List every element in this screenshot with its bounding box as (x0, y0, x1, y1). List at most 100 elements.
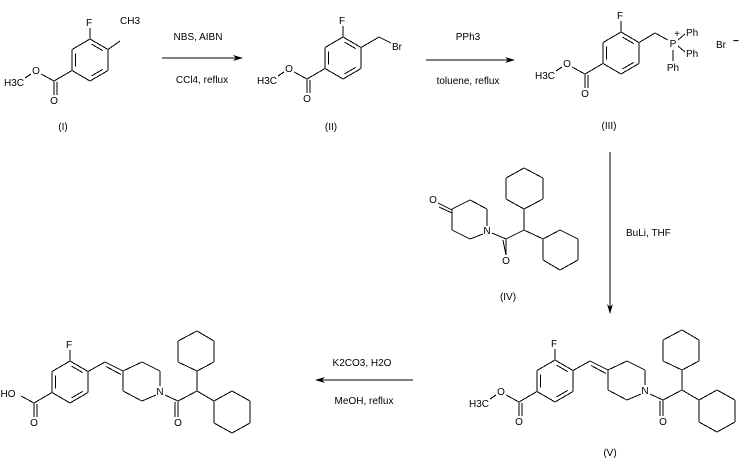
piperidine-bond (141, 394, 157, 402)
bond (518, 391, 538, 403)
bond (40, 73, 55, 82)
exocyclic-double-bond (105, 366, 122, 375)
methyl-label: H3C (257, 76, 277, 87)
benzene-ring-bond (69, 392, 89, 404)
methyl-label: H3C (469, 399, 489, 410)
benzene-ring-bond (71, 38, 91, 50)
compound-label: (V) (603, 448, 616, 459)
bond (177, 390, 198, 402)
piperidinone-bond (469, 233, 484, 240)
fluorine-label: F (617, 11, 623, 22)
benzene-ring-bond (620, 31, 640, 43)
fluorine-label: F (66, 340, 72, 351)
double-bond (344, 41, 356, 50)
benzene-ring-bond (71, 70, 91, 82)
methyl-label: CH3 (120, 16, 140, 27)
bond (378, 36, 392, 44)
amide-oxygen-label: O (502, 256, 510, 267)
methyl-label: H3C (535, 71, 555, 82)
bond (20, 395, 35, 404)
piperidine-bond (626, 393, 642, 401)
condition-label: CCl4, reflux (176, 75, 228, 86)
ester-oxygen-label: O (563, 59, 571, 70)
bond (277, 71, 285, 77)
bond (638, 32, 656, 43)
counterion-label: Br (716, 40, 727, 51)
bond (654, 32, 669, 41)
bond (555, 66, 563, 72)
charge-label: + (674, 29, 680, 40)
benzene-ring-bond (69, 360, 89, 372)
cyclohexyl-bond (681, 329, 700, 341)
bond (571, 66, 586, 75)
nitrogen-label: N (483, 226, 490, 237)
bond (293, 71, 308, 80)
bond (196, 390, 215, 402)
bond (523, 229, 544, 240)
cyclohexyl-bond (542, 229, 561, 240)
carbonyl-bond (438, 206, 453, 214)
methyl-label: H3C (4, 78, 24, 89)
bond (505, 229, 525, 240)
cyclohexyl-bond (523, 198, 544, 210)
double-bond (556, 389, 568, 398)
benzene-ring-bond (51, 392, 71, 404)
carbonyl-oxygen-label: O (303, 94, 311, 105)
benzene-ring-bond (324, 36, 344, 48)
cyclohexyl-bond (177, 361, 198, 372)
bond (681, 389, 700, 401)
cyclohexyl-bond (716, 389, 736, 401)
bond (677, 33, 686, 41)
piperidine-bond (122, 361, 143, 372)
nitrogen-label: N (641, 386, 648, 397)
benzene-ring-bond (342, 36, 362, 48)
bond (505, 394, 520, 403)
exocyclic-double-bond (590, 365, 607, 374)
cyclohexyl-bond (523, 167, 544, 179)
carbonyl-oxygen-label: O (581, 89, 589, 100)
benzene-ring-bond (620, 63, 640, 75)
ester-oxygen-label: O (497, 387, 505, 398)
reagent-label: PPh3 (456, 32, 481, 43)
benzene-ring-bond (51, 360, 71, 372)
fluorine-label: F (86, 18, 92, 29)
piperidine-bond (626, 360, 646, 371)
cyclohexyl-bond (698, 421, 718, 433)
cyclohexyl-bond (662, 329, 683, 341)
bond (662, 389, 683, 401)
cyclohexyl-bond (542, 259, 561, 271)
piperidine-bond (122, 390, 143, 402)
cyclohexyl-bond (681, 360, 700, 371)
bond (87, 361, 106, 372)
amide-oxygen-label: O (659, 417, 667, 428)
bond (164, 394, 179, 402)
bond (107, 40, 121, 50)
carbonyl-bond (502, 239, 507, 256)
compound-label: (I) (58, 122, 67, 133)
cyclohexyl-bond (177, 330, 198, 342)
cyclohexyl-bond (505, 167, 525, 179)
amide-oxygen-label: O (174, 418, 182, 429)
piperidine-bond (607, 360, 628, 371)
compound-label: (III) (602, 121, 617, 132)
nitrogen-label: N (156, 387, 163, 398)
cyclohexyl-bond (716, 421, 736, 433)
phenyl-label: Ph (686, 49, 698, 60)
condition-label: toluene, reflux (437, 76, 500, 87)
compound-label: (II) (325, 122, 337, 133)
benzene-ring-bond (324, 68, 344, 80)
cyclohexyl-bond (662, 360, 683, 371)
phenyl-label: Ph (686, 28, 698, 39)
ketone-oxygen-label: O (429, 195, 437, 206)
reagent-label: BuLi, THF (626, 228, 671, 239)
benzene-ring-bond (536, 359, 556, 371)
condition-label: MeOH, reflux (335, 396, 394, 407)
cyclohexyl-bond (505, 198, 525, 210)
fluorine-label: F (339, 16, 345, 27)
